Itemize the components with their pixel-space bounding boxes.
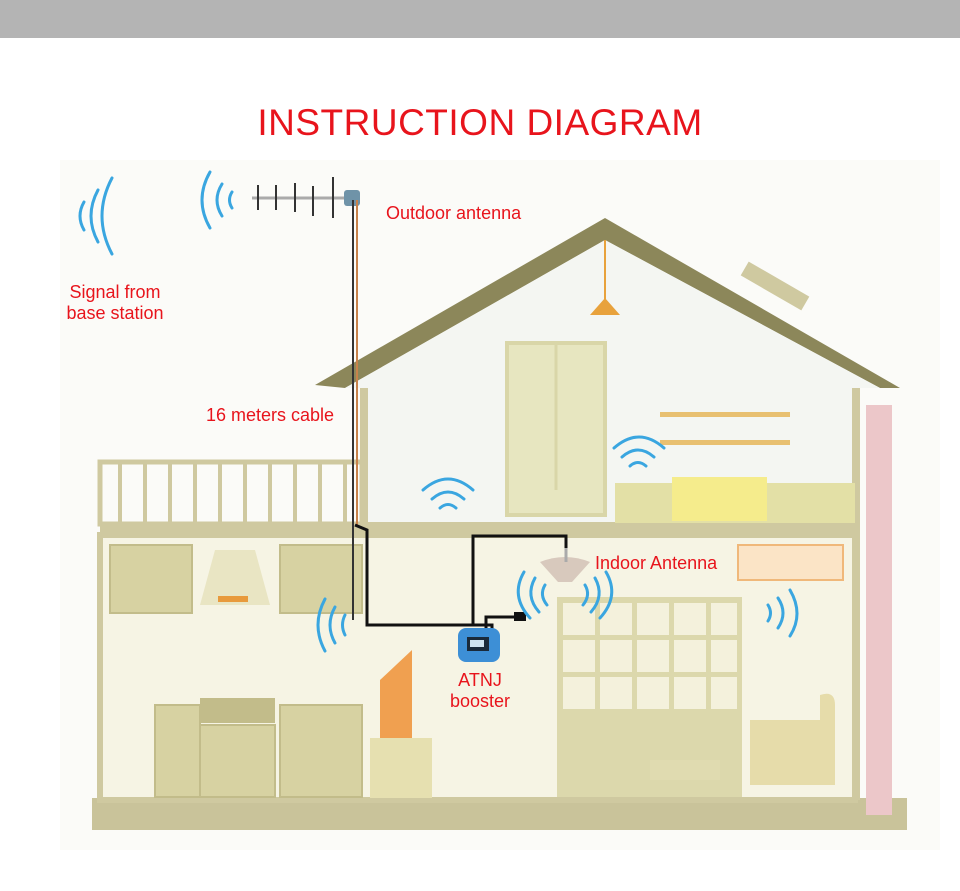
signal-waves-outdoor-antenna — [200, 170, 234, 230]
roof — [315, 218, 900, 388]
balcony-railing — [97, 459, 365, 527]
label-signal-line1: Signal from — [69, 282, 161, 302]
cable-to-booster — [354, 523, 494, 632]
signal-waves-rooms — [316, 588, 799, 653]
diagram-title: INSTRUCTION DIAGRAM — [257, 102, 703, 143]
indoor-antenna-device — [540, 557, 590, 582]
label-booster-line1: ATNJ — [458, 670, 502, 690]
label-booster: ATNJ booster — [440, 670, 520, 712]
signal-waves-indoor-antenna — [516, 570, 614, 620]
armchair — [750, 693, 835, 785]
pipe — [866, 405, 892, 815]
chimney-window — [740, 261, 810, 311]
label-signal-from-base-station: Signal from base station — [55, 282, 175, 324]
label-cable: 16 meters cable — [206, 405, 335, 425]
label-outdoor-antenna: Outdoor antenna — [386, 203, 522, 223]
label-signal-line2: base station — [66, 303, 164, 323]
signal-waves-base-station — [78, 176, 114, 256]
ground-base — [92, 798, 907, 830]
air-conditioner — [737, 544, 844, 581]
kitchen-cabinets — [109, 544, 363, 798]
label-indoor-antenna: Indoor Antenna — [595, 553, 718, 573]
cable-to-indoor-antenna — [471, 534, 568, 625]
signal-waves-upper — [421, 435, 666, 510]
door — [380, 650, 412, 740]
lamp-icon — [590, 298, 620, 315]
top-bar — [0, 0, 960, 38]
label-booster-line2: booster — [449, 691, 511, 711]
power-adapter — [514, 612, 526, 621]
